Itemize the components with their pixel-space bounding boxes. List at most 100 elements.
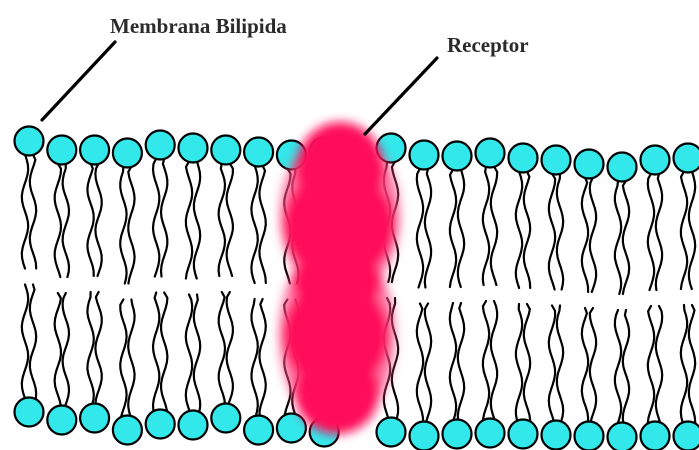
lipid-tail-upper bbox=[656, 174, 662, 291]
phospholipid-head-top bbox=[146, 131, 175, 160]
phospholipid-head-bottom bbox=[377, 418, 406, 447]
lipid-tail-lower bbox=[194, 295, 200, 412]
lipid-tail-lower bbox=[557, 306, 563, 422]
phospholipid-head-top bbox=[113, 139, 142, 168]
lipid-tail-lower bbox=[582, 308, 588, 423]
lipid-tail-upper bbox=[450, 170, 456, 288]
lipid-tail-upper bbox=[516, 172, 522, 289]
lipid-tail-lower bbox=[252, 299, 258, 417]
lipid-tail-lower bbox=[87, 292, 93, 405]
lipid-tail-lower bbox=[417, 304, 423, 423]
receptor-bottom-lobe bbox=[295, 350, 379, 434]
lipid-tail-lower bbox=[120, 300, 126, 417]
lipid-tail-lower bbox=[483, 301, 489, 420]
phospholipid-head-top bbox=[608, 153, 637, 182]
phospholipid-head-top bbox=[410, 141, 439, 170]
lipid-tail-upper bbox=[425, 169, 431, 288]
receptor-protein bbox=[279, 122, 400, 434]
lipid-tail-lower bbox=[63, 293, 69, 407]
phospholipid-head-bottom bbox=[47, 406, 76, 435]
lipid-tail-lower bbox=[524, 304, 530, 421]
lipid-tail-upper bbox=[590, 178, 596, 293]
lipid-tail-lower bbox=[219, 292, 225, 405]
lipid-tail-upper bbox=[417, 169, 423, 288]
phospholipid-head-top bbox=[542, 146, 571, 175]
lipid-tail-upper bbox=[582, 178, 588, 293]
lipid-tail-lower bbox=[681, 305, 687, 423]
membrane-label: Membrana Bilipida bbox=[110, 14, 287, 38]
lipid-tail-upper bbox=[524, 172, 530, 289]
lipid-tail-upper bbox=[557, 174, 563, 290]
phospholipid-head-top bbox=[47, 136, 76, 165]
lipid-tail-lower bbox=[491, 301, 497, 420]
membrane-leader-line bbox=[42, 42, 115, 120]
phospholipid-head-top bbox=[211, 136, 240, 165]
phospholipid-head-bottom bbox=[443, 420, 472, 449]
phospholipid-head-bottom bbox=[244, 416, 273, 445]
lipid-tail-upper bbox=[120, 167, 126, 284]
lipid-tail-upper bbox=[186, 162, 192, 279]
lipid-tail-upper bbox=[251, 166, 257, 284]
lipid-tail-lower bbox=[227, 292, 233, 405]
phospholipid-head-bottom bbox=[277, 414, 306, 443]
lipid-tail-upper bbox=[153, 159, 159, 277]
phospholipid-head-top bbox=[575, 150, 604, 179]
lipid-tail-lower bbox=[689, 305, 695, 423]
lipid-tail-lower bbox=[161, 293, 167, 411]
phospholipid-head-bottom bbox=[146, 410, 175, 439]
lipid-tail-upper bbox=[30, 155, 36, 269]
receptor-label: Receptor bbox=[447, 33, 529, 57]
phospholipid-head-bottom bbox=[80, 404, 109, 433]
phospholipid-head-top bbox=[509, 144, 538, 173]
lipid-tail-upper bbox=[259, 166, 265, 284]
lipid-tail-lower bbox=[450, 303, 456, 421]
lipid-tail-lower bbox=[623, 310, 629, 424]
phospholipid-head-top bbox=[80, 136, 109, 165]
lipid-tail-upper bbox=[161, 159, 167, 277]
lipid-tail-upper bbox=[219, 164, 225, 277]
phospholipid-head-bottom bbox=[509, 420, 538, 449]
phospholipid-head-bottom bbox=[476, 419, 505, 448]
phospholipid-head-bottom bbox=[15, 398, 44, 427]
lipid-tail-lower bbox=[153, 293, 159, 411]
lipid-tail-upper bbox=[95, 164, 101, 277]
phospholipid-head-top bbox=[244, 138, 273, 167]
lipid-tail-lower bbox=[186, 295, 192, 412]
lipid-tail-upper bbox=[458, 170, 464, 288]
lipid-tail-upper bbox=[87, 164, 93, 277]
lipid-tail-upper bbox=[55, 164, 61, 278]
phospholipid-head-bottom bbox=[211, 404, 240, 433]
lipid-tail-lower bbox=[590, 308, 596, 423]
lipid-tail-upper bbox=[549, 174, 555, 290]
phospholipid-head-bottom bbox=[674, 422, 699, 450]
lipid-tail-lower bbox=[615, 310, 621, 424]
lipid-tail-lower bbox=[128, 300, 134, 417]
phospholipid-head-bottom bbox=[410, 422, 439, 450]
phospholipid-head-bottom bbox=[113, 416, 142, 445]
lipid-tail-upper bbox=[128, 167, 134, 284]
lipid-tail-upper bbox=[227, 164, 233, 277]
lipid-tail-upper bbox=[194, 162, 200, 279]
lipid-tail-upper bbox=[623, 181, 629, 295]
lipid-tail-lower bbox=[656, 306, 662, 423]
phospholipid-head-top bbox=[674, 144, 699, 173]
lipid-tail-lower bbox=[425, 304, 431, 423]
lipid-tail-lower bbox=[549, 306, 555, 422]
phospholipid-head-top bbox=[476, 139, 505, 168]
phospholipid-head-top bbox=[179, 134, 208, 163]
lipid-tail-lower bbox=[648, 306, 654, 423]
lipid-tail-upper bbox=[63, 164, 69, 278]
phospholipid-head-bottom bbox=[575, 422, 604, 450]
lipid-tail-lower bbox=[55, 293, 61, 407]
phospholipid-head-top bbox=[15, 127, 44, 156]
lipid-tail-upper bbox=[483, 167, 489, 286]
lipid-tail-lower bbox=[30, 285, 36, 399]
lipid-tail-upper bbox=[648, 174, 654, 291]
lipid-tail-upper bbox=[681, 172, 687, 290]
lipid-tail-lower bbox=[95, 292, 101, 405]
lipid-tail-upper bbox=[615, 181, 621, 295]
phospholipid-head-bottom bbox=[179, 411, 208, 440]
lipid-tail-upper bbox=[491, 167, 497, 286]
receptor-leader-line bbox=[365, 58, 437, 134]
